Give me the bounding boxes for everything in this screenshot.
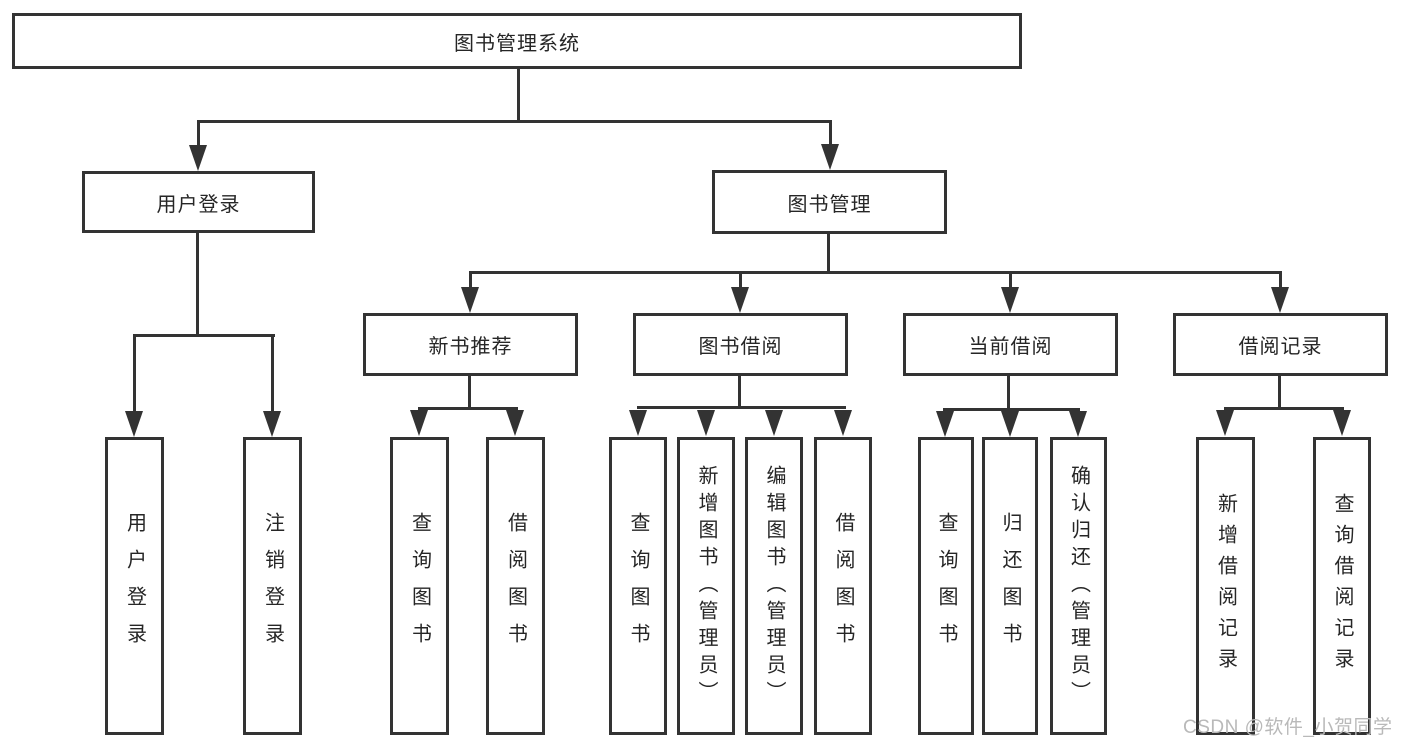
node-new-book-recommend: 新书推荐 [363,313,578,376]
connector-record-stem [1278,376,1281,410]
node-root-library-system: 图书管理系统 [12,13,1022,69]
leaf-recommend-borrow-books: 借阅图书 [486,437,545,735]
leaf-borrow-borrow-books: 借阅图书 [814,437,872,735]
leaf-borrow-add-books-admin-label: 新增图书（管理员） [695,464,717,708]
node-book-management: 图书管理 [712,170,947,234]
leaf-current-return-books-label: 归还图书 [999,512,1021,660]
arrowhead-down-icon [410,410,428,436]
node-borrow-record-label: 借阅记录 [1238,336,1323,358]
node-user-login: 用户登录 [82,171,315,233]
arrowhead-down-icon [1216,410,1234,436]
connector-current-stem [1007,376,1010,411]
leaf-current-query-books-label: 查询图书 [935,512,957,660]
leaf-current-confirm-return-admin: 确认归还（管理员） [1050,437,1107,735]
node-new-book-recommend-label: 新书推荐 [428,336,513,358]
leaf-record-query-borrow-record: 查询借阅记录 [1313,437,1371,735]
leaf-current-confirm-return-admin-label: 确认归还（管理员） [1067,464,1090,708]
connector-login-bar [133,334,275,337]
connector-drop-mgmt [829,120,832,148]
connector-mgmt-stem [827,234,830,274]
arrowhead-down-icon [936,411,954,437]
arrowhead-down-icon [821,144,839,170]
leaf-user-login-label: 用户登录 [123,512,146,660]
leaf-borrow-add-books-admin: 新增图书（管理员） [677,437,735,735]
node-current-borrow: 当前借阅 [903,313,1118,376]
connector-mgmt-bar [469,271,1282,274]
node-book-borrow-label: 图书借阅 [698,336,783,358]
arrowhead-down-icon [765,410,783,436]
arrowhead-down-icon [263,411,281,437]
arrowhead-down-icon [1069,411,1087,437]
leaf-logout-label: 注销登录 [261,512,284,660]
connector-drop-current [1009,271,1012,289]
leaf-logout: 注销登录 [243,437,302,735]
connector-recommend-stem [468,376,471,410]
arrowhead-down-icon [125,411,143,437]
connector-drop-leaf-login [133,334,136,412]
csdn-watermark: CSDN @软件_小贺同学 [1183,717,1393,738]
leaf-recommend-query-books: 查询图书 [390,437,449,735]
arrowhead-down-icon [1001,411,1019,437]
node-current-borrow-label: 当前借阅 [968,336,1053,358]
connector-login-stem [196,233,199,337]
connector-root-stem [517,68,520,121]
connector-drop-borrow [739,271,742,289]
connector-drop-recommend [469,271,472,289]
leaf-borrow-edit-books-admin-label: 编辑图书（管理员） [763,464,785,708]
leaf-borrow-borrow-books-label: 借阅图书 [832,512,854,660]
connector-drop-login [197,120,200,148]
leaf-record-add-borrow-record: 新增借阅记录 [1196,437,1255,735]
arrowhead-down-icon [506,410,524,436]
arrowhead-down-icon [1333,410,1351,436]
arrowhead-down-icon [834,410,852,436]
arrowhead-down-icon [189,145,207,171]
arrowhead-down-icon [697,410,715,436]
node-root-label: 图书管理系统 [454,32,580,55]
leaf-recommend-borrow-books-label: 借阅图书 [504,512,527,660]
leaf-record-query-borrow-record-label: 查询借阅记录 [1331,493,1353,679]
leaf-recommend-query-books-label: 查询图书 [408,512,431,660]
connector-root-bar [197,120,832,123]
node-user-login-label: 用户登录 [156,193,241,216]
leaf-borrow-edit-books-admin: 编辑图书（管理员） [745,437,803,735]
connector-borrow-stem [738,376,741,409]
node-borrow-record: 借阅记录 [1173,313,1388,376]
arrowhead-down-icon [731,287,749,313]
leaf-borrow-query-books: 查询图书 [609,437,667,735]
connector-recommend-bar [418,407,518,410]
arrowhead-down-icon [629,410,647,436]
connector-record-bar [1224,407,1344,410]
leaf-current-query-books: 查询图书 [918,437,974,735]
arrowhead-down-icon [461,287,479,313]
node-book-borrow: 图书借阅 [633,313,848,376]
arrowhead-down-icon [1271,287,1289,313]
connector-drop-leaf-logout [271,334,274,412]
connector-drop-record [1279,271,1282,289]
leaf-user-login: 用户登录 [105,437,164,735]
arrowhead-down-icon [1001,287,1019,313]
connector-current-bar [943,408,1080,411]
leaf-record-add-borrow-record-label: 新增借阅记录 [1214,493,1237,679]
node-book-management-label: 图书管理 [787,193,872,216]
leaf-current-return-books: 归还图书 [982,437,1038,735]
connector-borrow-bar [637,406,846,409]
leaf-borrow-query-books-label: 查询图书 [627,512,649,660]
